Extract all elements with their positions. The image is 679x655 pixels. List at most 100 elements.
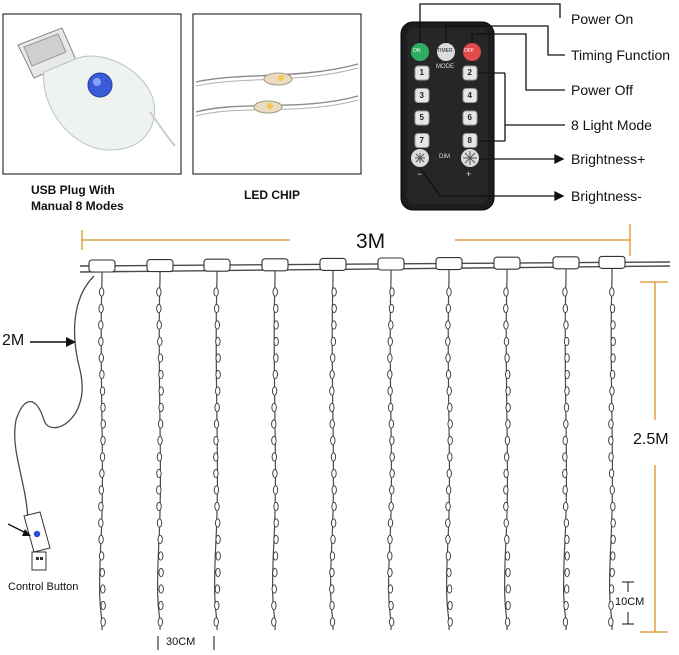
led-bulb [564, 584, 570, 594]
led-bulb [387, 584, 394, 594]
mode-button-8 [462, 133, 478, 148]
led-bulb [156, 287, 162, 297]
led-bulb [505, 584, 511, 594]
led-bulb [388, 600, 394, 611]
led-bulb [504, 551, 511, 561]
led-bulb [445, 336, 451, 347]
mode-button-label: 8 [467, 135, 472, 145]
led-bulb [329, 600, 335, 611]
led-bulb [213, 452, 219, 462]
led-bulb [329, 584, 335, 594]
mode-button-label: 7 [419, 135, 424, 145]
led-bulb [503, 303, 509, 314]
led-bulb [564, 353, 570, 363]
led-bulb [215, 386, 221, 396]
led-bulb [272, 551, 279, 561]
led-bulb [447, 452, 453, 462]
led-bulb [330, 452, 337, 462]
led-bulb [387, 353, 393, 363]
led-bulb [158, 551, 164, 561]
led-bulb [564, 551, 570, 561]
light-strand [272, 279, 277, 631]
led-bulb [387, 369, 393, 380]
led-bulb [503, 320, 509, 330]
led-bulb [157, 353, 164, 363]
led-bulb [503, 518, 509, 528]
light-strand [563, 279, 568, 631]
led-bulb [329, 386, 335, 396]
led-bulb [503, 485, 509, 495]
light-strand [446, 279, 451, 631]
led-bulb [447, 435, 453, 446]
led-bulb [610, 353, 616, 363]
led-bulb [98, 320, 104, 330]
led-bulb [445, 534, 451, 545]
led-bulb [99, 567, 105, 578]
wire-clip [435, 257, 463, 271]
led-bulb [273, 534, 279, 545]
led-bulb [215, 567, 221, 578]
led-bulb [445, 485, 452, 495]
usb-photo [2, 13, 182, 175]
mode-button-3 [414, 88, 430, 103]
led-bulb [563, 518, 570, 528]
led-bulb [562, 468, 568, 479]
led-bulb [158, 567, 164, 578]
led-bulb [215, 518, 221, 528]
led-bulb [157, 336, 163, 347]
wire-clip [88, 259, 116, 273]
led-bulb [389, 485, 395, 495]
control-button-icon [87, 72, 113, 98]
led-bulb [563, 600, 569, 611]
led-bulb [156, 452, 163, 462]
light-strand [330, 279, 335, 631]
led-bulb [330, 353, 336, 363]
led-bulb [271, 600, 277, 611]
power-off-button [463, 43, 481, 61]
led-bulb [445, 369, 452, 380]
led-bulb [505, 567, 511, 578]
led-bulb [608, 468, 615, 479]
led-bulb [214, 600, 220, 611]
wire-clip [377, 257, 405, 271]
remote-on-label: ON [413, 48, 421, 54]
callout-power-on: Power On [571, 11, 634, 27]
led-bulb [157, 534, 163, 545]
led-bulb [504, 617, 511, 627]
usb-caption-line2: Manual 8 Modes [31, 199, 124, 213]
led-bulb [608, 600, 614, 611]
mode-button-1 [414, 65, 430, 81]
mode-button-label: 5 [419, 113, 424, 122]
led-bulb [98, 287, 105, 297]
led-bulb [157, 617, 163, 627]
led-bulb [563, 419, 569, 429]
bulb-spacing-marker [622, 581, 634, 625]
led-bulb [156, 303, 162, 314]
led-bulb [564, 567, 570, 578]
led-bulb [213, 485, 220, 495]
led-bulb [445, 551, 451, 561]
remote-control [400, 21, 495, 211]
led-bulb [271, 617, 277, 627]
led-bulb [564, 534, 570, 545]
led-bulb [98, 336, 104, 347]
led-bulb [387, 551, 393, 561]
led-bulb [215, 369, 221, 380]
led-bulb [610, 534, 616, 545]
led-bulb [213, 617, 219, 627]
led-bulb [608, 419, 614, 429]
power-on-button [411, 43, 429, 61]
led-bulb [330, 435, 336, 446]
led-bulb [158, 600, 164, 611]
height-label: 2.5M [633, 431, 669, 448]
width-dimension [81, 224, 631, 256]
led-bulb [388, 402, 394, 413]
light-strand [157, 279, 162, 631]
led-bulb [609, 567, 615, 578]
led-bulb [388, 501, 394, 512]
led-bulb [608, 584, 615, 594]
led-bulb [272, 567, 278, 578]
led-bulb [214, 501, 220, 512]
light-strand [388, 279, 393, 631]
mode-button-7 [414, 133, 430, 148]
